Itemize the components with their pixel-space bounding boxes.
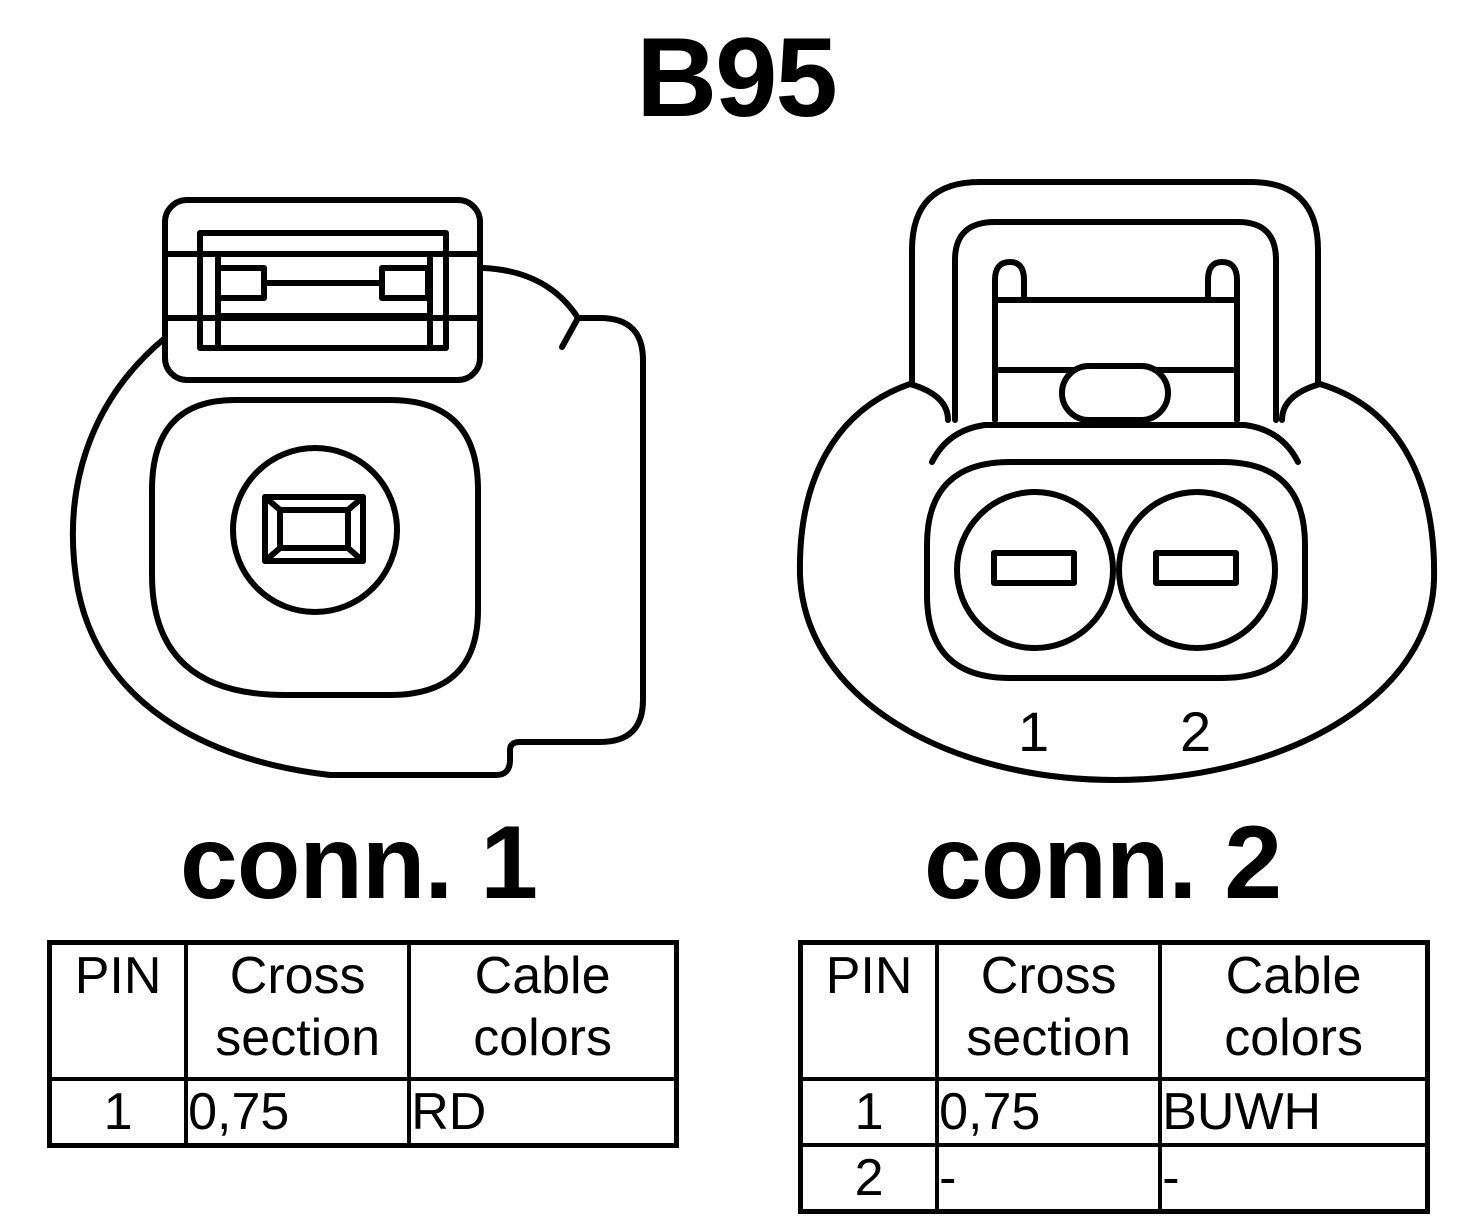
connector-2-label: conn. 2 — [924, 805, 1282, 921]
cell-cable-color: - — [1158, 1143, 1430, 1214]
cell-pin: 1 — [47, 1077, 189, 1148]
cell-cable-color: BUWH — [1158, 1077, 1430, 1147]
cell-cross-section: 0,75 — [935, 1077, 1163, 1147]
cell-pin: 1 — [798, 1077, 940, 1147]
cell-cross-section: - — [935, 1143, 1163, 1214]
diagram-title: B95 — [636, 15, 837, 140]
connector-1-latch — [162, 197, 483, 383]
header-pin: PIN — [47, 940, 189, 1081]
connector-1-terminal — [230, 445, 400, 615]
connector-drawings — [69, 179, 1438, 783]
connector-2-latch — [909, 179, 1321, 387]
connector-2-drawing — [796, 179, 1438, 783]
cell-pin: 2 — [798, 1143, 940, 1214]
connector-2-pin-2 — [1116, 489, 1278, 651]
connector-1-face — [149, 397, 481, 698]
connector-2-pin-label-1: 1 — [1018, 700, 1050, 763]
table-row: 2 - - — [798, 1143, 1430, 1214]
connector-1-drawing — [69, 197, 646, 778]
connector-2-pin-label-2: 2 — [1180, 700, 1212, 763]
table-row: 1 0,75 BUWH — [798, 1077, 1430, 1147]
connector-2-pin-1 — [954, 489, 1116, 651]
connector-1-label: conn. 1 — [180, 805, 538, 921]
connector-2-housing — [796, 381, 1438, 783]
cell-cross-section: 0,75 — [184, 1077, 412, 1148]
table-row: 1 0,75 RD — [47, 1077, 679, 1148]
cell-cable-color: RD — [407, 1077, 679, 1148]
connector-1-housing — [69, 265, 646, 778]
connector-2-face — [924, 459, 1308, 681]
header-pin: PIN — [798, 940, 940, 1081]
